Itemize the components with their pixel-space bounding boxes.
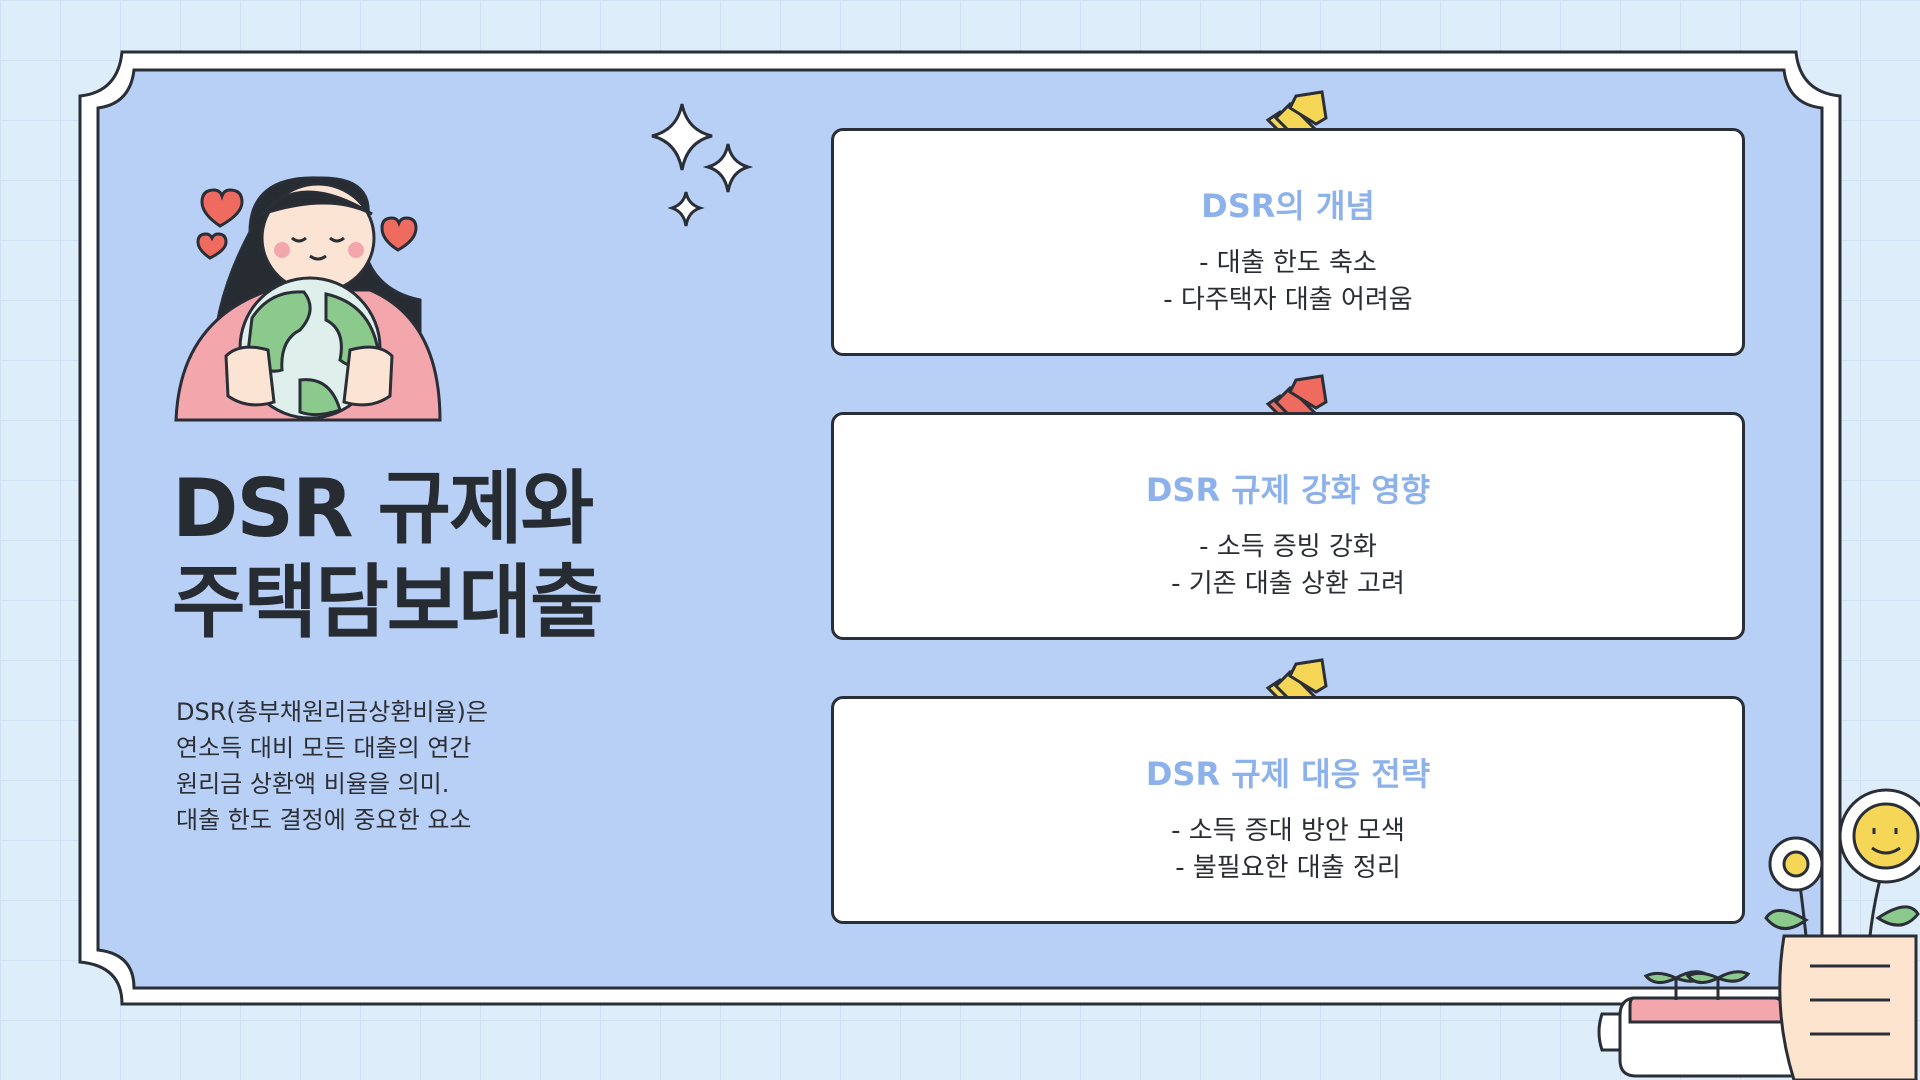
card-line: - 기존 대출 상환 고려 xyxy=(1171,569,1405,599)
page-title-line-2: 주택담보대출 xyxy=(172,556,604,649)
info-card-concept: DSR의 개념 - 대출 한도 축소 - 다주택자 대출 어려움 xyxy=(831,128,1745,356)
card-line: - 소득 증빙 강화 xyxy=(1199,532,1377,562)
card-heading: DSR의 개념 xyxy=(1201,187,1375,225)
page-title-line-1: DSR 규제와 xyxy=(172,462,594,555)
card-line: - 다주택자 대출 어려움 xyxy=(1163,285,1413,315)
description-line: 연소득 대비 모든 대출의 연간 xyxy=(176,734,472,762)
description-line: DSR(총부채원리금상환비율)은 xyxy=(176,698,488,726)
description-line: 대출 한도 결정에 중요한 요소 xyxy=(176,806,472,834)
card-heading: DSR 규제 강화 영향 xyxy=(1145,471,1431,509)
girl-holding-globe-illustration xyxy=(174,176,442,422)
card-heading: DSR 규제 대응 전략 xyxy=(1145,755,1431,793)
card-line: - 대출 한도 축소 xyxy=(1199,248,1377,278)
sparkle-icon xyxy=(651,103,754,227)
flower-pot-illustration xyxy=(1597,788,1920,1080)
card-line: - 불필요한 대출 정리 xyxy=(1175,853,1401,883)
description-line: 원리금 상환액 비율을 의미. xyxy=(176,770,450,798)
info-card-strategy: DSR 규제 대응 전략 - 소득 증대 방안 모색 - 불필요한 대출 정리 xyxy=(831,696,1745,924)
info-card-impact: DSR 규제 강화 영향 - 소득 증빙 강화 - 기존 대출 상환 고려 xyxy=(831,412,1745,640)
card-line: - 소득 증대 방안 모색 xyxy=(1171,816,1405,846)
page-title: DSR 규제와 주택담보대출 xyxy=(172,462,604,650)
heart-icon xyxy=(196,188,418,260)
description: DSR(총부채원리금상환비율)은 연소득 대비 모든 대출의 연간 원리금 상환… xyxy=(176,694,556,838)
